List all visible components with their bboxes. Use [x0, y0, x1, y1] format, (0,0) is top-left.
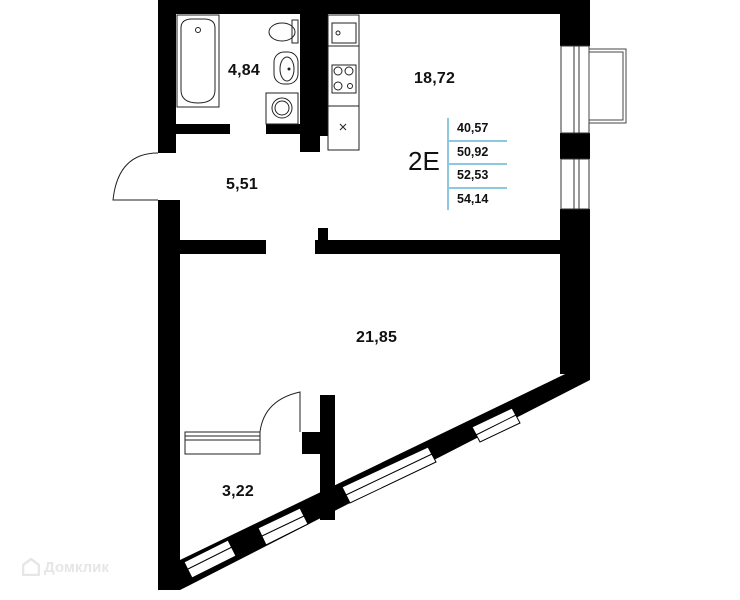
watermark: Домклик	[22, 558, 109, 576]
area-total-1: 40,57	[457, 121, 489, 135]
storage-door	[259, 391, 301, 433]
balcony	[588, 48, 627, 124]
area-total-4: 54,14	[449, 186, 507, 211]
sink	[273, 51, 299, 85]
area-total-2: 50,92	[449, 139, 507, 164]
apartment-code: 2E	[408, 146, 440, 176]
right-windows	[560, 45, 590, 210]
area-total-3: 52,53	[449, 163, 507, 187]
room-area-kitchen: 18,72	[414, 70, 456, 87]
home-logo-icon	[22, 558, 40, 576]
area-summary: 40,57 50,92 52,53 54,14	[447, 118, 507, 210]
watermark-text: Домклик	[44, 558, 109, 576]
room-area-room: 21,85	[356, 329, 398, 346]
entrance-door	[112, 152, 159, 201]
storage-shelf	[184, 431, 261, 455]
room-area-hallway: 5,51	[226, 176, 258, 193]
room-area-storage: 3,22	[222, 483, 254, 500]
bathtub	[176, 14, 220, 108]
washing-machine	[265, 92, 299, 125]
toilet	[268, 19, 299, 44]
room-area-bathroom: 4,84	[228, 62, 260, 79]
kitchen-counter	[327, 14, 360, 151]
walls	[158, 0, 590, 590]
